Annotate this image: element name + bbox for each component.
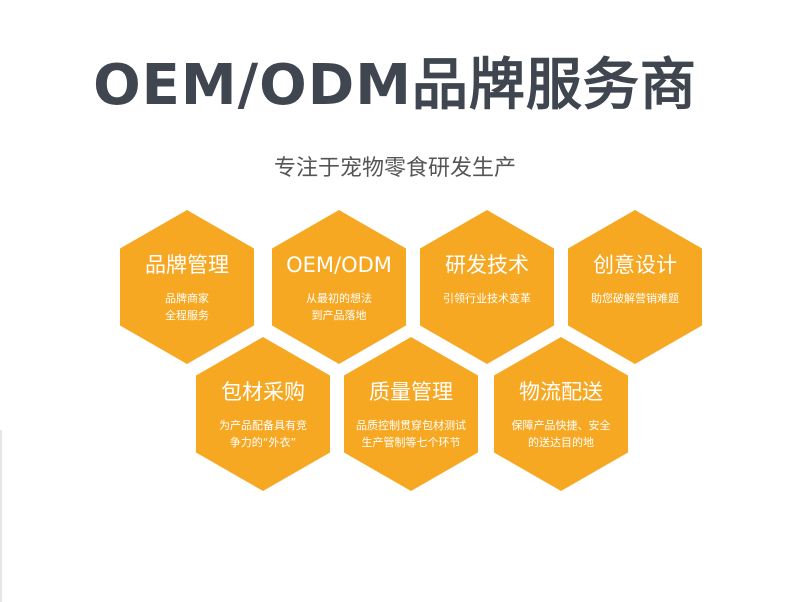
hex-desc-line: 全程服务: [165, 309, 209, 322]
hex-logistics: 物流配送 保障产品快捷、安全 的送达目的地: [494, 337, 628, 491]
hex-title: 物流配送: [519, 380, 603, 404]
hex-packaging-procurement: 包材采购 为产品配备具有竞 争力的“外衣”: [196, 337, 330, 491]
hex-desc-line: 为产品配备具有竞: [219, 419, 307, 432]
hex-title: OEM/ODM: [286, 253, 392, 277]
hex-rd-technology: 研发技术 引领行业技术变革: [420, 210, 554, 364]
hex-title: 品牌管理: [145, 253, 229, 277]
hex-desc-line: 生产管制等七个环节: [361, 436, 461, 449]
hex-desc-line: 的送达目的地: [528, 436, 594, 449]
hex-desc-line: 从最初的想法: [306, 292, 372, 305]
page-title: OEM/ODM品牌服务商: [93, 53, 697, 118]
left-edge-divider: [0, 430, 2, 602]
hex-description: 助您破解营销难题: [568, 290, 702, 307]
hex-brand-management: 品牌管理 品牌商家 全程服务: [120, 210, 254, 364]
hex-oem-odm: OEM/ODM 从最初的想法 到产品落地: [272, 210, 406, 364]
hex-desc-line: 到产品落地: [311, 309, 367, 322]
hex-description: 保障产品快捷、安全 的送达目的地: [494, 417, 628, 451]
hex-quality-management: 质量管理 品质控制贯穿包材测试 生产管制等七个环节: [344, 337, 478, 491]
hex-title: 质量管理: [369, 380, 453, 404]
hex-desc-line: 保障产品快捷、安全: [511, 419, 611, 432]
hex-creative-design: 创意设计 助您破解营销难题: [568, 210, 702, 364]
hex-description: 品牌商家 全程服务: [120, 290, 254, 324]
hex-desc-line: 引领行业技术变革: [443, 292, 531, 305]
hex-description: 引领行业技术变革: [420, 290, 554, 307]
hex-desc-line: 品牌商家: [165, 292, 209, 305]
hex-desc-line: 助您破解营销难题: [591, 292, 679, 305]
hex-description: 从最初的想法 到产品落地: [272, 290, 406, 324]
hex-desc-line: 争力的“外衣”: [229, 436, 297, 449]
hex-title: 创意设计: [593, 253, 677, 277]
hex-description: 为产品配备具有竞 争力的“外衣”: [196, 417, 330, 451]
hex-title: 包材采购: [221, 380, 305, 404]
hex-desc-line: 品质控制贯穿包材测试: [356, 419, 466, 432]
hex-title: 研发技术: [445, 253, 529, 277]
page-subtitle: 专注于宠物零食研发生产: [273, 156, 516, 181]
hex-description: 品质控制贯穿包材测试 生产管制等七个环节: [344, 417, 478, 451]
